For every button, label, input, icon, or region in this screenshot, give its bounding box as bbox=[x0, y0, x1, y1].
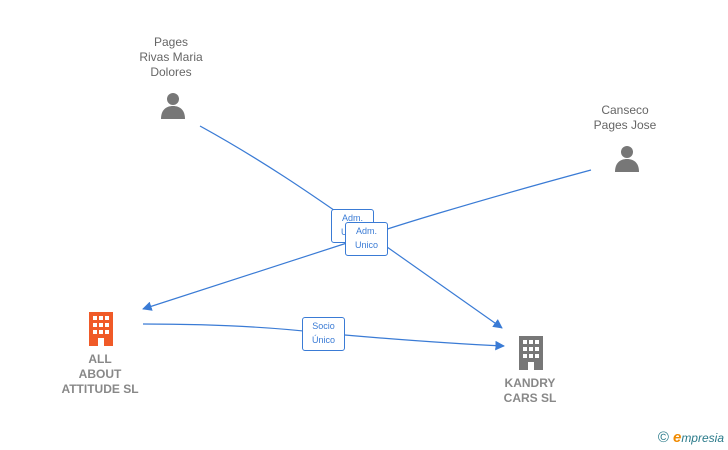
label-line: Canseco bbox=[601, 103, 649, 117]
label-line: ABOUT bbox=[78, 367, 122, 381]
person-label-pages-rivas: Pages Rivas Maria Dolores bbox=[121, 35, 221, 80]
brand-initial: e bbox=[672, 429, 682, 446]
label-line: ATTITUDE SL bbox=[61, 382, 139, 396]
edge-label-adm-unico[interactable]: Adm. Unico bbox=[345, 222, 388, 256]
label-line: Unico bbox=[354, 240, 378, 250]
company-label-kandry: KANDRY CARS SL bbox=[480, 376, 580, 406]
person-icon[interactable] bbox=[613, 144, 641, 172]
label-line: Adm. bbox=[355, 226, 377, 236]
label-line: Socio bbox=[312, 321, 335, 331]
brand-logo: © empresia bbox=[658, 429, 724, 446]
edge-label-socio-unico[interactable]: Socio Único bbox=[302, 317, 345, 351]
label-line: KANDRY bbox=[504, 376, 556, 390]
label-line: ALL bbox=[88, 352, 112, 366]
copyright-icon: © bbox=[657, 429, 669, 446]
building-icon[interactable] bbox=[86, 312, 116, 346]
company-label-all-about: ALL ABOUT ATTITUDE SL bbox=[40, 352, 160, 397]
label-line: Adm. bbox=[341, 213, 363, 223]
brand-name: mpresia bbox=[681, 431, 724, 445]
label-line: Rivas Maria bbox=[139, 50, 203, 64]
person-icon[interactable] bbox=[159, 91, 187, 119]
building-icon[interactable] bbox=[516, 336, 546, 370]
label-line: CARS SL bbox=[503, 391, 557, 405]
label-line: Pages bbox=[153, 35, 189, 49]
person-label-canseco: Canseco Pages Jose bbox=[575, 103, 675, 133]
label-line: Pages Jose bbox=[593, 118, 657, 132]
label-line: Único bbox=[311, 335, 335, 345]
label-line: Dolores bbox=[150, 65, 192, 79]
